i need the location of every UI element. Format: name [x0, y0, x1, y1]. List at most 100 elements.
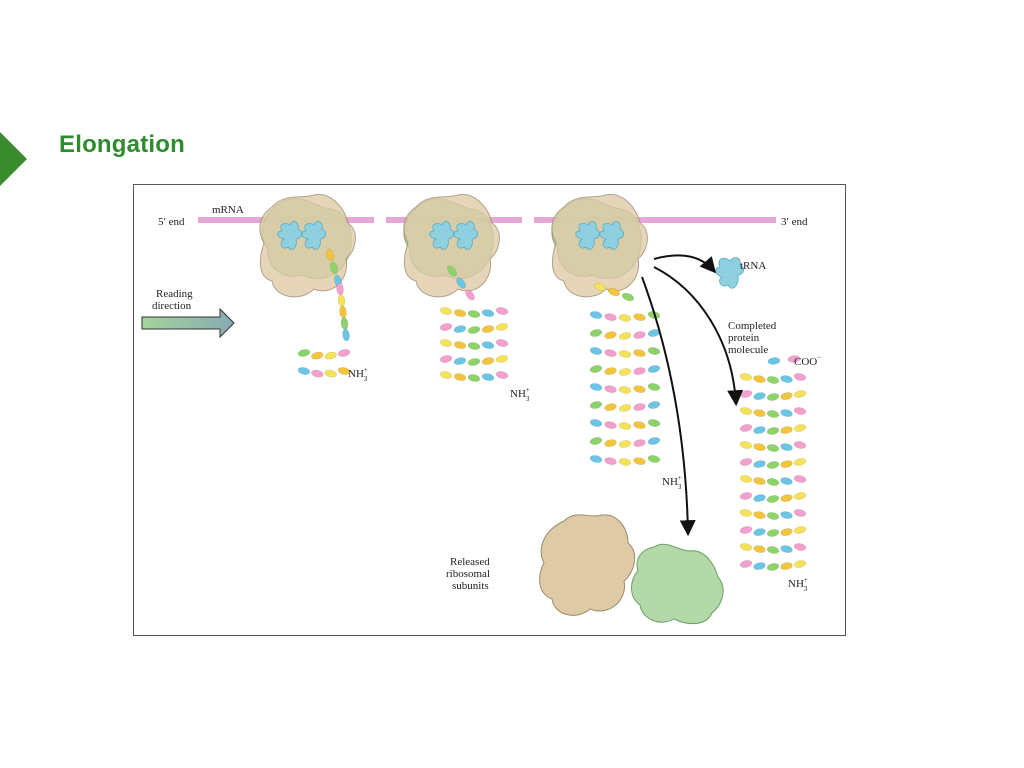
- chain-4-bead: [780, 511, 793, 519]
- chain-1-bead: [337, 349, 351, 357]
- reading-label-line2: direction: [152, 300, 192, 312]
- chain-1-bead: [326, 248, 334, 262]
- chain-3-bead: [604, 349, 617, 357]
- chain-4-bead: [753, 528, 766, 536]
- chain-1-bead: [337, 367, 351, 375]
- chain-4-bead: [766, 393, 780, 401]
- released-label-line3: subunits: [452, 580, 489, 592]
- chain-2-bead: [467, 358, 481, 366]
- chain-4-bead: [753, 426, 766, 434]
- chain-3-bead: [633, 421, 646, 429]
- chain-3-bead: [633, 349, 646, 357]
- chain-2-bead: [453, 341, 467, 349]
- chain-2-bead: [456, 277, 466, 289]
- chain-2-bead: [467, 326, 481, 334]
- chain-4-bead: [739, 560, 753, 568]
- chain-1-bead: [324, 351, 337, 360]
- chain-3-bead: [589, 365, 603, 373]
- chain-4-bead: [793, 390, 807, 398]
- chain-2-bead: [453, 357, 467, 365]
- chain-4-bead: [753, 443, 766, 451]
- chain-2-bead: [495, 307, 509, 315]
- chain-3-bead: [633, 403, 646, 411]
- chain-2-bead: [439, 371, 453, 379]
- chain-3-bead: [618, 350, 632, 358]
- chain-3-bead: [589, 329, 603, 337]
- chain-1-bead: [311, 369, 324, 378]
- chain-2-bead: [495, 339, 509, 347]
- chain-3-bead: [633, 385, 646, 393]
- three-prime-label: 3′ end: [781, 216, 808, 228]
- chain-4-bead: [753, 562, 766, 570]
- chain-4-bead: [766, 478, 780, 486]
- chain-4-bead: [793, 475, 807, 483]
- chain-3-bead: [618, 422, 632, 430]
- chain-3-bead: [604, 331, 617, 339]
- chain-3-bead: [618, 386, 632, 394]
- chain-4-bead: [766, 529, 780, 537]
- chain-4-bead: [753, 494, 766, 502]
- completed-label-line1: Completed: [728, 320, 777, 332]
- chain-4-bead: [753, 511, 766, 519]
- chain-3-bead: [647, 365, 661, 373]
- chain-4-bead: [780, 562, 793, 570]
- chain-2-bead: [481, 373, 495, 381]
- chain-3-bead: [604, 313, 617, 321]
- slide-title: Elongation: [59, 131, 185, 158]
- ribosome-3: [551, 193, 648, 298]
- chain-4-bead: [753, 545, 766, 553]
- released-trna: [715, 257, 744, 289]
- chain-3-bead: [647, 347, 661, 355]
- chain-4-bead: [739, 475, 753, 483]
- reading-direction-arrow: [141, 307, 235, 339]
- chain-2-bead: [495, 323, 509, 331]
- coo-label: COO−: [794, 354, 821, 368]
- chain-3-bead: [618, 440, 632, 448]
- released-label-line2: ribosomal: [446, 568, 490, 580]
- chain-3-bead: [589, 455, 603, 463]
- chain-2-bead: [481, 325, 495, 333]
- chain-4-bead: [766, 546, 780, 554]
- chain-3-bead: [647, 401, 661, 409]
- polypeptide-chains: [297, 248, 807, 571]
- chain-3-bead: [604, 421, 617, 429]
- chain-4-bead: [780, 375, 793, 383]
- chain-4-bead: [787, 355, 801, 363]
- chain-2-bead: [481, 357, 495, 365]
- chain-2-bead: [439, 339, 453, 347]
- chain-3-bead: [604, 457, 617, 465]
- chain-1-bead: [336, 282, 344, 296]
- chain-4-bead: [793, 441, 807, 449]
- chain-4-bead: [766, 495, 780, 503]
- chain-1-bead: [337, 294, 346, 307]
- chain-4-bead: [780, 545, 793, 553]
- trna-3a: [575, 221, 600, 250]
- chain-4-bead: [753, 392, 766, 400]
- chain-4-bead: [739, 458, 753, 466]
- chain-4-bead: [739, 407, 753, 415]
- chain-3-bead: [633, 313, 646, 321]
- nh3-label-1: NH+3: [348, 366, 368, 383]
- nh3-label-3: NH+3: [662, 474, 682, 491]
- chain-3-bead: [618, 458, 632, 466]
- trna-2a: [429, 221, 454, 250]
- chain-4-bead: [739, 424, 753, 432]
- chain-3-bead: [647, 419, 661, 427]
- slide-marker-arrow: [0, 132, 27, 186]
- chain-2-bead: [439, 323, 453, 331]
- chain-4-bead: [739, 441, 753, 449]
- completed-label-line2: protein: [728, 332, 760, 344]
- chain-4-bead: [766, 512, 780, 520]
- chain-3-bead: [589, 437, 603, 445]
- chain-1-bead: [311, 351, 324, 360]
- arrow-to-protein: [653, 266, 744, 407]
- nh3-label-4: NH+3: [788, 576, 808, 593]
- arrow-to-trna: [653, 254, 717, 274]
- chain-4-bead: [780, 460, 793, 468]
- chain-2-bead: [453, 325, 467, 333]
- five-prime-label: 5′ end: [158, 216, 185, 228]
- chain-3-bead: [604, 385, 617, 393]
- chain-3-bead: [593, 282, 607, 292]
- chain-2-bead: [439, 355, 453, 363]
- chain-3-bead: [618, 314, 632, 322]
